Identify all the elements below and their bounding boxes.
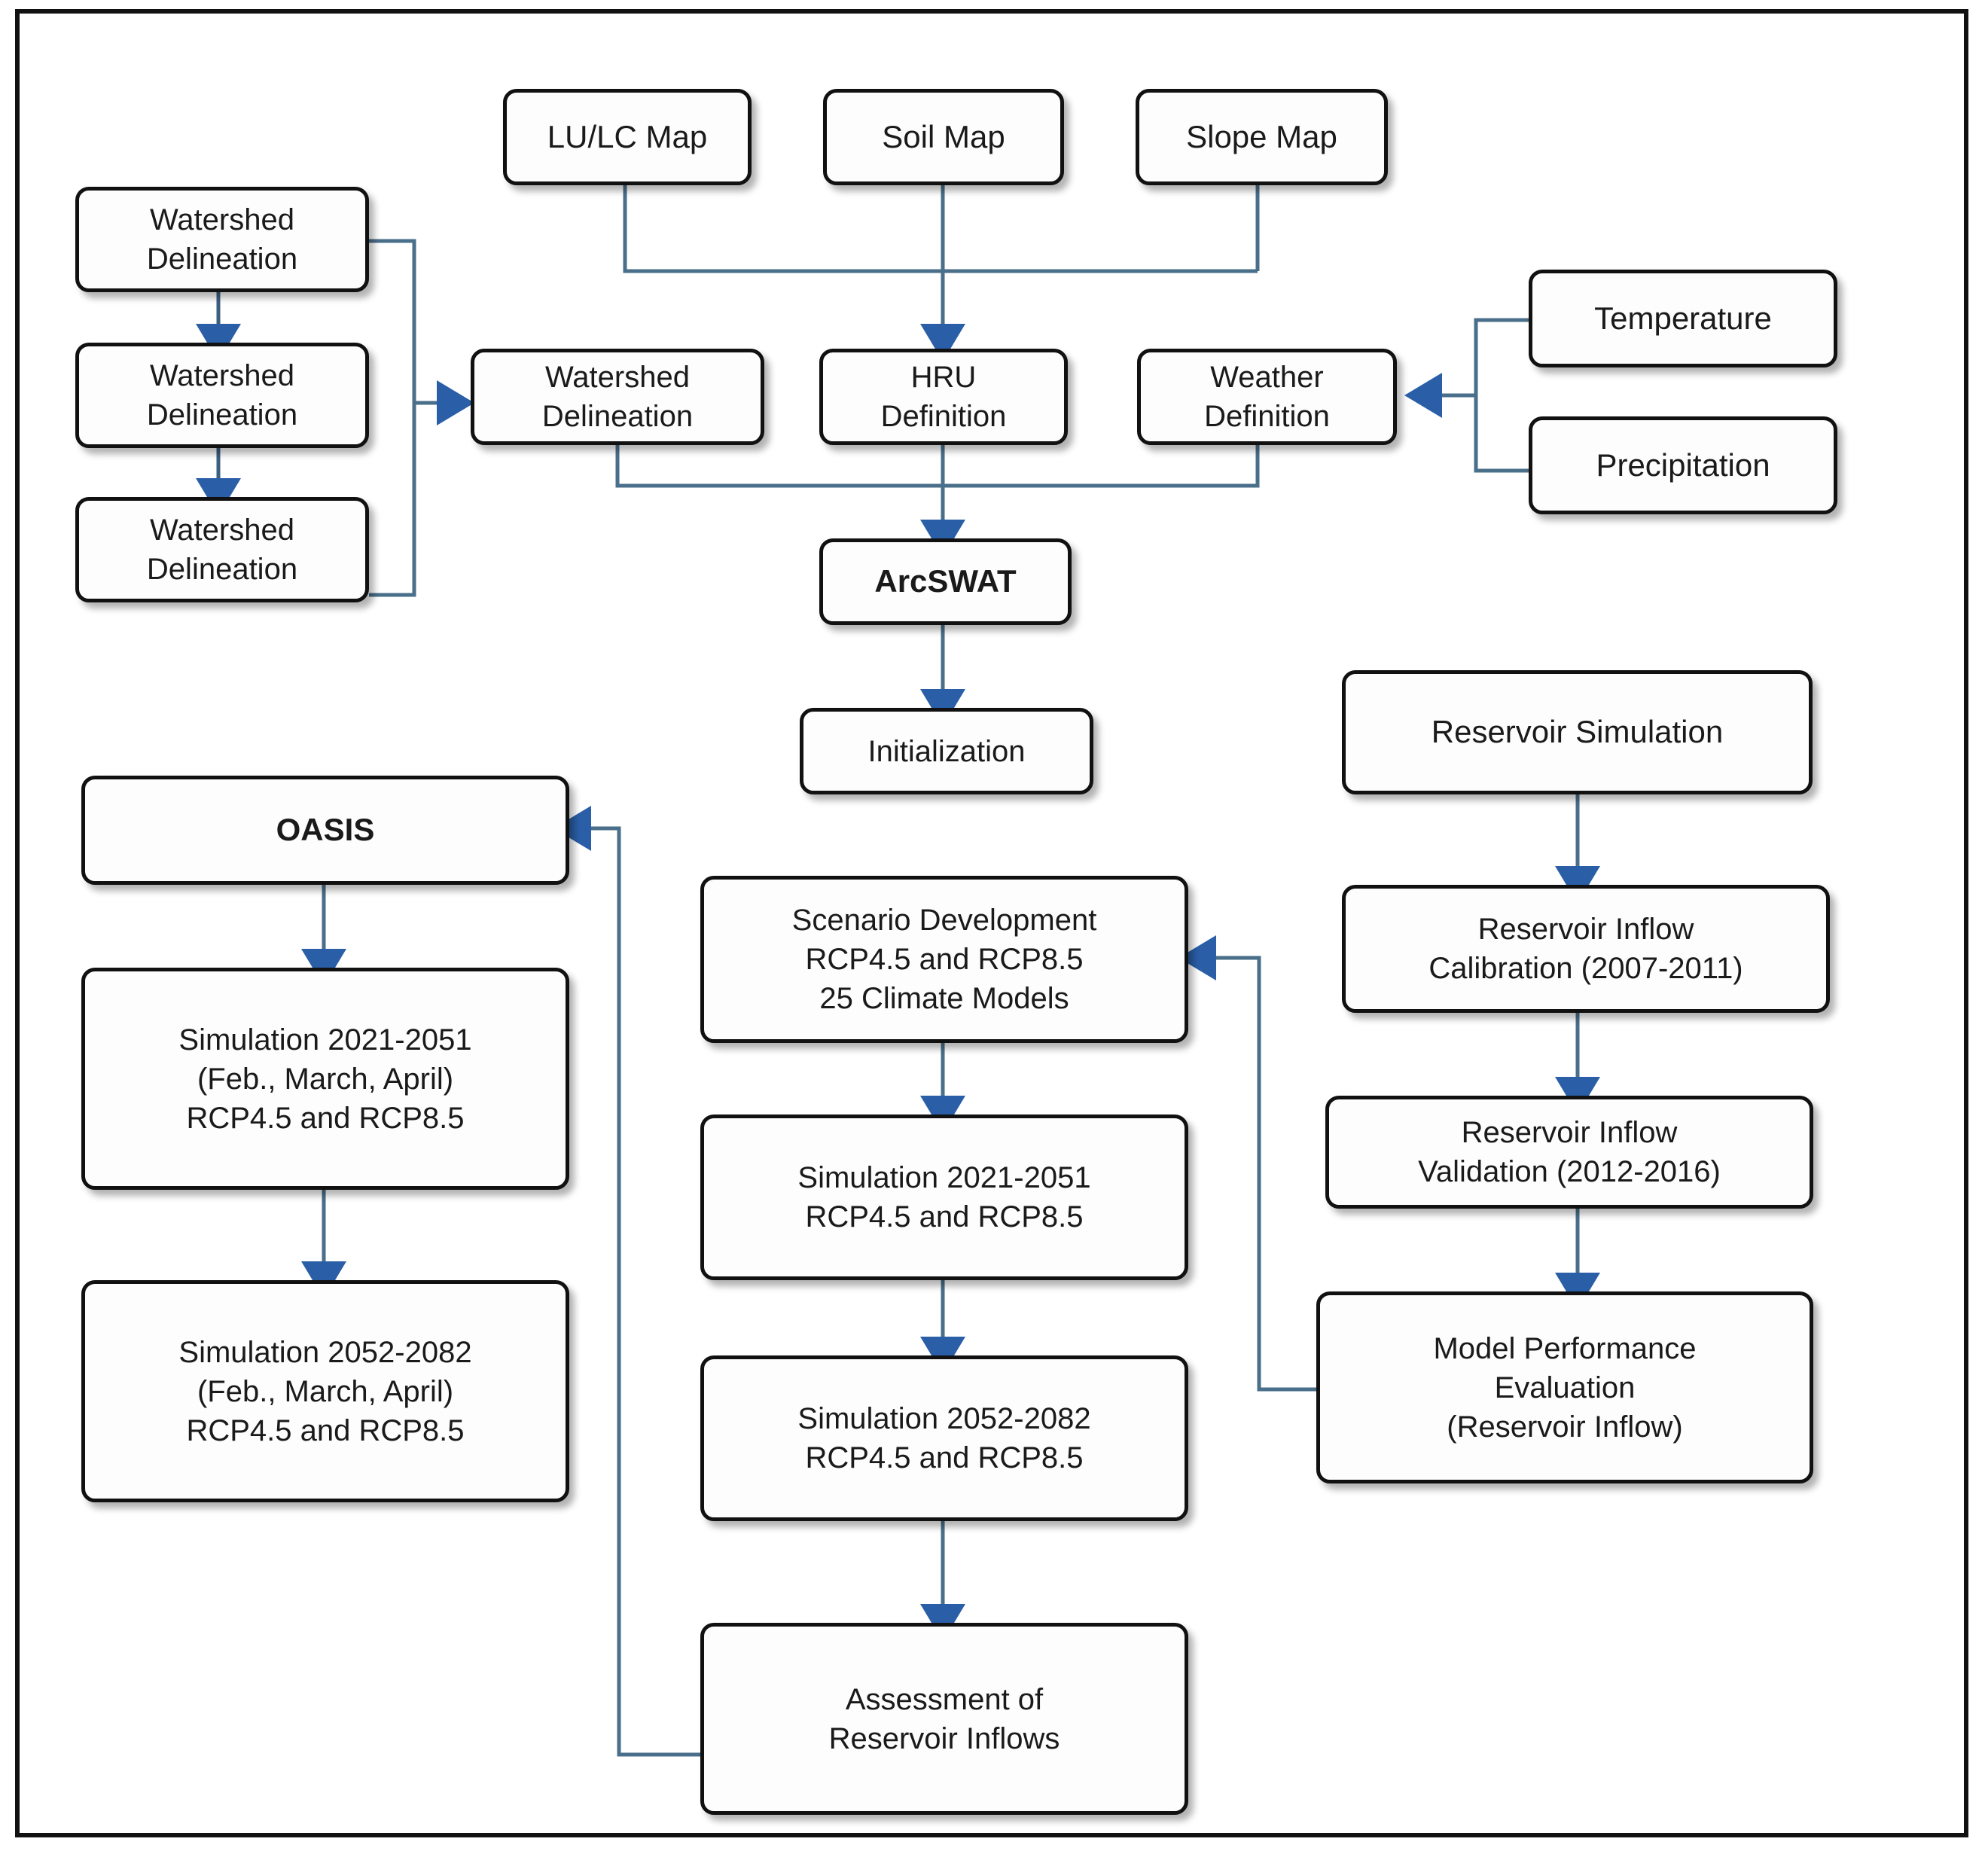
node-arcswat[interactable]: ArcSWAT: [819, 538, 1072, 625]
node-soil-map[interactable]: Soil Map: [823, 89, 1064, 185]
node-watershed-delineation-3[interactable]: Watershed Delineation: [75, 497, 369, 602]
node-reservoir-inflow-calibration[interactable]: Reservoir Inflow Calibration (2007-2011): [1342, 885, 1830, 1013]
node-reservoir-simulation[interactable]: Reservoir Simulation: [1342, 670, 1813, 794]
node-reservoir-inflow-validation[interactable]: Reservoir Inflow Validation (2012-2016): [1325, 1096, 1813, 1209]
node-oasis-simulation-2052-2082[interactable]: Simulation 2052-2082 (Feb., March, April…: [81, 1280, 569, 1502]
node-assessment-reservoir-inflows[interactable]: Assessment of Reservoir Inflows: [700, 1623, 1188, 1815]
node-scenario-development-label: Scenario Development RCP4.5 and RCP8.5 2…: [791, 904, 1097, 1015]
node-reservoir-simulation-label: Reservoir Simulation: [1431, 714, 1724, 750]
node-slope-map-label: Slope Map: [1186, 118, 1337, 154]
node-oasis-simulation-2052-2082-label: Simulation 2052-2082 (Feb., March, April…: [178, 1335, 472, 1447]
node-model-performance-evaluation-label: Model Performance Evaluation (Reservoir …: [1433, 1331, 1697, 1444]
node-hru-definition[interactable]: HRU Definition: [819, 349, 1068, 445]
node-oasis-label: OASIS: [276, 812, 375, 848]
node-oasis-simulation-2021-2051-label: Simulation 2021-2051 (Feb., March, April…: [178, 1023, 472, 1135]
node-model-performance-evaluation[interactable]: Model Performance Evaluation (Reservoir …: [1316, 1291, 1813, 1483]
node-initialization-label: Initialization: [867, 734, 1026, 768]
node-reservoir-inflow-validation-label: Reservoir Inflow Validation (2012-2016): [1418, 1116, 1721, 1188]
node-oasis-simulation-2021-2051[interactable]: Simulation 2021-2051 (Feb., March, April…: [81, 968, 569, 1190]
node-assessment-reservoir-inflows-label: Assessment of Reservoir Inflows: [828, 1682, 1060, 1755]
node-oasis[interactable]: OASIS: [81, 776, 569, 885]
node-watershed-delineation-2-label: Watershed Delineation: [146, 359, 298, 431]
node-reservoir-inflow-calibration-label: Reservoir Inflow Calibration (2007-2011): [1428, 913, 1743, 985]
node-precipitation-label: Precipitation: [1596, 447, 1770, 483]
node-watershed-delineation-main-label: Watershed Delineation: [541, 361, 694, 433]
node-lulc-map[interactable]: LU/LC Map: [503, 89, 752, 185]
node-watershed-delineation-2[interactable]: Watershed Delineation: [75, 343, 369, 448]
node-simulation-2052-2082-label: Simulation 2052-2082 RCP4.5 and RCP8.5: [797, 1402, 1091, 1474]
node-watershed-delineation-1[interactable]: Watershed Delineation: [75, 187, 369, 292]
node-initialization[interactable]: Initialization: [800, 708, 1093, 794]
node-slope-map[interactable]: Slope Map: [1136, 89, 1388, 185]
node-watershed-delineation-1-label: Watershed Delineation: [146, 203, 298, 276]
node-simulation-2021-2051[interactable]: Simulation 2021-2051 RCP4.5 and RCP8.5: [700, 1115, 1188, 1280]
node-watershed-delineation-main[interactable]: Watershed Delineation: [471, 349, 764, 445]
node-hru-definition-label: HRU Definition: [880, 361, 1007, 433]
node-arcswat-label: ArcSWAT: [874, 563, 1017, 599]
node-weather-definition-label: Weather Definition: [1204, 361, 1330, 433]
node-precipitation[interactable]: Precipitation: [1529, 416, 1837, 514]
node-weather-definition[interactable]: Weather Definition: [1137, 349, 1397, 445]
node-lulc-map-label: LU/LC Map: [547, 118, 708, 154]
node-simulation-2021-2051-label: Simulation 2021-2051 RCP4.5 and RCP8.5: [797, 1161, 1091, 1233]
node-simulation-2052-2082[interactable]: Simulation 2052-2082 RCP4.5 and RCP8.5: [700, 1355, 1188, 1521]
node-soil-map-label: Soil Map: [882, 118, 1005, 154]
node-watershed-delineation-3-label: Watershed Delineation: [146, 514, 298, 586]
node-temperature-label: Temperature: [1594, 300, 1772, 336]
node-temperature[interactable]: Temperature: [1529, 270, 1837, 367]
node-scenario-development[interactable]: Scenario Development RCP4.5 and RCP8.5 2…: [700, 876, 1188, 1043]
